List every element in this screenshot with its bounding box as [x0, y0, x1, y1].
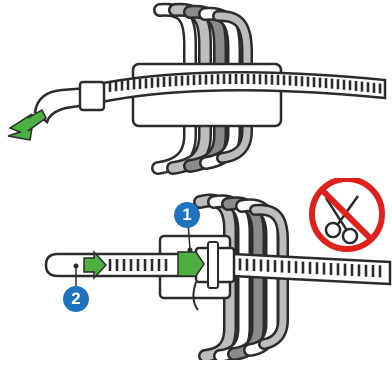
step-release-panel: [0, 0, 392, 178]
cable-tie-head: [33, 80, 106, 125]
arrow-right-icon: [83, 250, 108, 280]
cable-bundle: [193, 193, 289, 363]
callout-2-badge: 2: [63, 286, 89, 312]
callout-1-dot: [187, 247, 193, 253]
arrow-left-down-icon: [7, 108, 47, 141]
cable-tie-strap: [86, 71, 387, 106]
release-illustration: [7, 2, 387, 175]
reinsert-illustration: [44, 176, 392, 363]
step-reinsert-panel: 1 2: [0, 176, 392, 363]
callout-1-badge: 1: [174, 202, 200, 228]
callout-2-dot: [73, 263, 79, 269]
no-scissors-icon: [309, 176, 385, 252]
cable-tie-head: [192, 241, 236, 311]
release-tab: [177, 251, 205, 277]
cable-tie-tail: [44, 252, 198, 278]
